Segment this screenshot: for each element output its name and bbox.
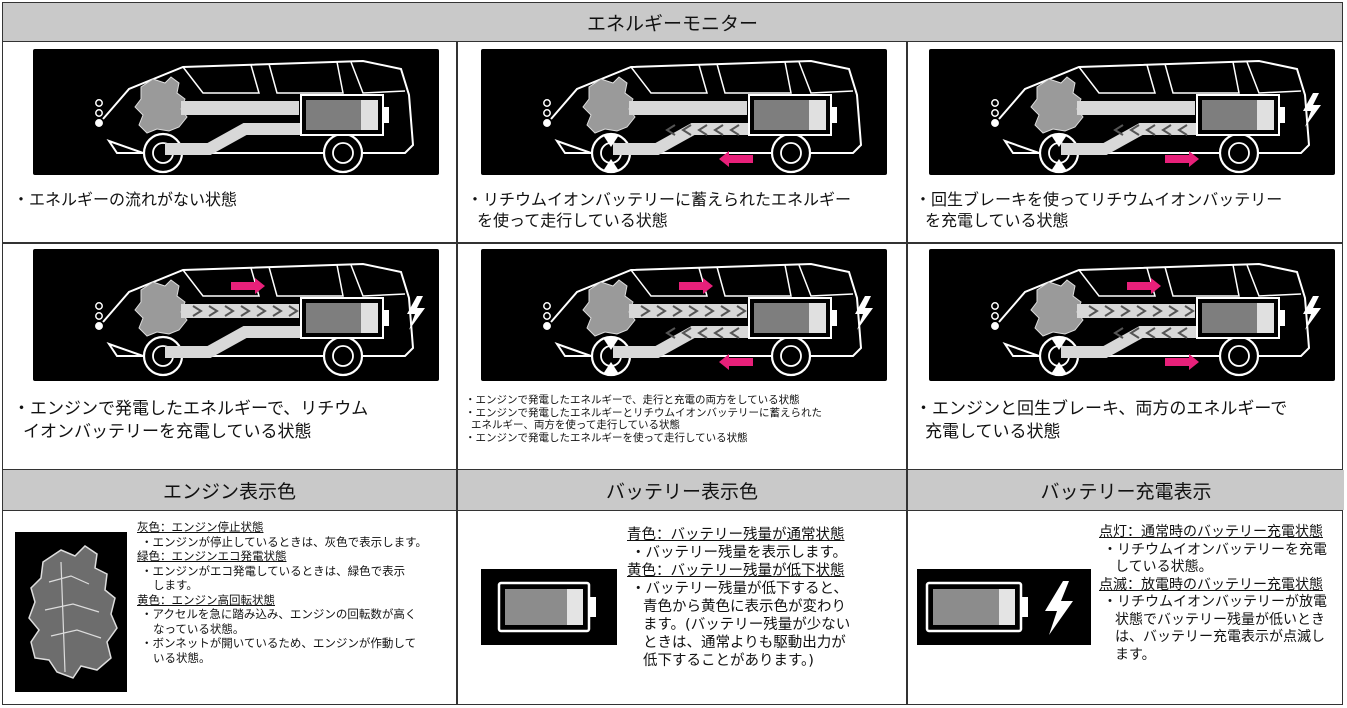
- panel-caption-3: ・回生ブレーキを使ってリチウムイオンバッテリー を充電している状態: [915, 189, 1343, 231]
- battery-color-header: バッテリー表示色: [458, 470, 906, 510]
- engine-color-legend: 灰色：エンジン停止状態 ・エンジンが停止しているときは、灰色で表示します。 緑色…: [137, 520, 453, 665]
- legend-heading: 黄色：バッテリー残量が低下状態: [627, 563, 845, 579]
- caption-line: エネルギー、両方を使って走行している状態: [471, 419, 681, 431]
- panel-caption-6: ・エンジンと回生ブレーキ、両方のエネルギーで 充電している状態: [915, 398, 1343, 444]
- legend-line: します。: [153, 578, 198, 592]
- legend-heading: 灰色：エンジン停止状態: [137, 520, 264, 534]
- battery-charge-legend: 点灯：通常時のバッテリー充電状態 ・リチウムイオンバッテリーを充電 している状態…: [1099, 524, 1343, 664]
- caption-line: ・エンジンで発電したエネルギーとリチウムイオンバッテリーに蓄えられた: [465, 406, 822, 419]
- panel-caption-5: ・エンジンで発電したエネルギーで、走行と充電の両方をしている状態 ・エンジンで発…: [465, 394, 905, 444]
- legend-line: は、バッテリー充電表示が点滅し: [1115, 629, 1325, 645]
- legend-line: ・リチウムイオンバッテリーを充電: [1103, 541, 1327, 558]
- divider: [3, 469, 1342, 471]
- legend-line: ・リチウムイオンバッテリーが放電: [1103, 594, 1327, 610]
- caption-line: ・回生ブレーキを使ってリチウムイオンバッテリー: [915, 190, 1283, 209]
- legend-heading: 青色：バッテリー残量が通常状態: [627, 527, 845, 543]
- legend-line: ・バッテリー残量を表示します。: [631, 545, 848, 561]
- legend-heading: 緑色：エンジンエコ発電状態: [137, 549, 287, 563]
- legend-line: いる状態。: [153, 650, 211, 665]
- panel-caption-1: ・エネルギーの流れがない状態: [13, 189, 443, 210]
- legend-line: ・ボンネットが開いているため、エンジンが作動して: [141, 636, 417, 650]
- energy-flow-panel-1: [33, 49, 439, 175]
- engine-color-header: エンジン表示色: [3, 470, 456, 510]
- legend-heading: 点滅：放電時のバッテリー充電状態: [1099, 576, 1323, 593]
- battery-charge-icon: [925, 581, 1073, 635]
- car-diagram-icon: [991, 262, 1321, 377]
- energy-flow-panel-6: [929, 249, 1335, 381]
- legend-line: ・エンジンがエコ発電しているときは、緑色で表示: [141, 563, 406, 578]
- legend-line: ・アクセルを急に踏み込み、エンジンの回転数が高く: [141, 607, 417, 621]
- energy-flow-panel-2: [481, 49, 887, 175]
- caption-line: ・エンジンで発電したエネルギーを使って走行している状態: [465, 431, 748, 444]
- caption-line: 充電している状態: [925, 422, 1061, 442]
- panel-caption-2: ・リチウムイオンバッテリーに蓄えられたエネルギー を使って走行している状態: [467, 189, 903, 231]
- panel-caption-4: ・エンジンで発電したエネルギーで、リチウム イオンバッテリーを充電している状態: [13, 398, 449, 444]
- divider: [3, 242, 1342, 244]
- legend-line: ます。: [1115, 646, 1156, 663]
- page-title: エネルギーモニター: [3, 3, 1342, 42]
- energy-flow-panel-5: [481, 249, 887, 381]
- legend-line: している状態。: [1115, 559, 1213, 575]
- divider: [906, 41, 908, 704]
- battery-icon: [497, 581, 596, 633]
- battery-charge-header: バッテリー充電表示: [908, 470, 1344, 510]
- legend-line: ます。(バッテリー残量が少ない: [643, 617, 851, 633]
- battery-charge-image: [917, 569, 1091, 645]
- legend-heading: 点灯：通常時のバッテリー充電状態: [1099, 524, 1323, 540]
- engine-icon: [28, 545, 118, 679]
- caption-line: ・エンジンで発電したエネルギーで、走行と充電の両方をしている状態: [465, 394, 800, 406]
- car-diagram-icon: [543, 262, 873, 377]
- caption-line: ・エンジンと回生ブレーキ、両方のエネルギーで: [915, 399, 1288, 419]
- legend-line: 状態でバッテリー残量が低いとき: [1115, 611, 1325, 628]
- energy-flow-panel-3: [929, 49, 1335, 175]
- legend-line: 青色から黄色に表示色が変わり: [643, 599, 846, 615]
- legend-line: 低下することがあります。): [643, 653, 814, 669]
- caption-line: を充電している状態: [925, 211, 1069, 230]
- caption-line: ・エンジンで発電したエネルギーで、リチウム: [13, 399, 369, 419]
- caption-line: イオンバッテリーを充電している状態: [23, 422, 312, 442]
- legend-line: ・バッテリー残量が低下すると、: [631, 581, 848, 597]
- caption-line: ・リチウムイオンバッテリーに蓄えられたエネルギー: [467, 190, 852, 209]
- legend-line: ときは、通常よりも駆動出力が: [643, 635, 846, 651]
- energy-flow-panel-4: [33, 249, 439, 381]
- legend-heading: 黄色：エンジン高回転状態: [137, 592, 275, 607]
- car-diagram-icon: [95, 59, 415, 174]
- car-diagram-icon: [991, 59, 1321, 174]
- legend-line: ・エンジンが停止しているときは、灰色で表示します。: [141, 534, 428, 549]
- divider: [456, 41, 458, 704]
- battery-image: [481, 569, 617, 645]
- legend-line: なっている状態。: [153, 621, 245, 636]
- battery-color-legend: 青色：バッテリー残量が通常状態 ・バッテリー残量を表示します。 黄色：バッテリー…: [627, 526, 903, 670]
- car-diagram-icon: [543, 59, 863, 174]
- caption-line: ・エネルギーの流れがない状態: [13, 190, 238, 209]
- caption-line: を使って走行している状態: [477, 211, 668, 230]
- lightning-bolt-icon: [1045, 581, 1073, 635]
- engine-shape-image: [15, 532, 127, 692]
- car-diagram-icon: [95, 262, 425, 377]
